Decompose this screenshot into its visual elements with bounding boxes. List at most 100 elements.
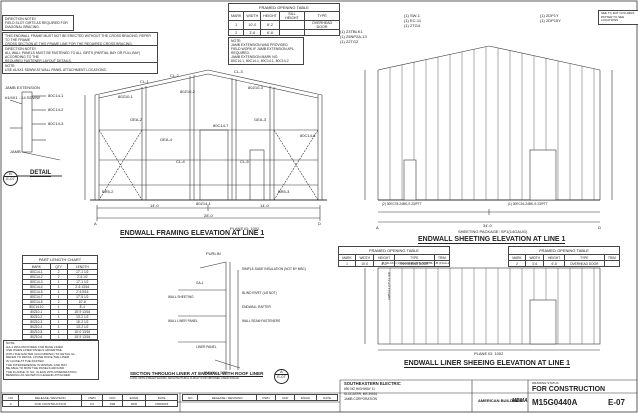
sheeting-bottom-label: (1) 30EC16-24BK-S 23/PTT	[508, 202, 548, 206]
framed-opening-table-right: FRAMED OPENING TABLE MARK WIDTH HEIGHT T…	[508, 246, 621, 267]
section-drawing	[178, 261, 241, 370]
sheeting-elevation	[364, 45, 613, 223]
table-row: 1 10'-0 8'-2 OVERHEAD DOOR	[338, 260, 451, 267]
dim-14-left: 14'-0	[150, 203, 159, 208]
table-row: 2 3'-6 6'-8 OVERHEAD DOOR	[508, 260, 621, 267]
col-header: DWN	[255, 394, 277, 401]
note-line: BENDING AS SHOWN IN LEGEND ATTACHED.	[6, 373, 71, 378]
framed-opening-table-left: FRAMED OPENING TABLE MARK WIDTH HEIGHT T…	[338, 246, 451, 267]
sheeting-plane: SHEETING PACKAGE: SP1(14GAUG)	[458, 229, 528, 234]
cell: 3'-6	[243, 29, 262, 36]
company-address: SLOCATER, MS 39551	[344, 392, 378, 396]
framed-opening-table-top: FRAMED OPENING TABLE MARK WIDTH HEIGHT S…	[227, 3, 340, 36]
bottom-left-note: NOTE: GA-1 WAS PROVIDED FOR BASE LINER U…	[3, 340, 99, 380]
note-line: WITH THE RAFTER (ACCORDING) TO DETAIL GL	[6, 351, 76, 356]
liner-title-text: ENDWALL LINER SHEEING ELEVATION AT LINE …	[404, 360, 571, 368]
sheeting-label: (1) EC-11	[404, 18, 422, 23]
section-bubble: A E-07	[274, 369, 289, 384]
detail-girt-label: 80C14-3	[48, 121, 64, 126]
detail-bubble: B E-07	[3, 171, 18, 186]
company-address: 650 NO HIGHWAY 11	[344, 387, 375, 391]
mbma-logo: MBMA	[512, 398, 528, 404]
cell: FOR CONSTRUCTION	[18, 400, 83, 407]
frame-label-girt: 80C14-7	[213, 123, 229, 128]
section-label: LINER PANEL	[196, 345, 217, 349]
note-line: FIELD SLOT GIRTS AS REQUIRED FOR DIAGONA…	[5, 21, 68, 30]
cell	[278, 29, 306, 36]
cell	[433, 260, 451, 267]
cell: 7/08/2015	[145, 400, 178, 407]
frame-label-cl4: CL-4	[176, 159, 185, 164]
frame-label-gea: GEA-2	[130, 117, 143, 122]
fastener-label: #1/4X1 - 14 SDWW	[5, 95, 40, 100]
sheeting-label: (1) 2TG4	[404, 23, 421, 28]
dim-14-right: 14'-0	[260, 203, 269, 208]
frame-label-purlin: 80Z10-2	[180, 89, 195, 94]
bubble-letter: A	[275, 369, 288, 376]
sheet-number: E-07	[608, 398, 625, 407]
cell: 2	[508, 260, 526, 267]
cell: 6'-8	[543, 260, 565, 267]
col-header: NO	[181, 394, 199, 401]
note-line: PATTER TO SEE LOCATIONS	[601, 14, 625, 23]
sheeting-label: (1) 25NP2A-13	[340, 34, 367, 39]
cell: 8'-2	[373, 260, 395, 267]
detail-title: DETAIL	[30, 170, 52, 177]
note-line: GA-1 WAS PROVIDED FOR BASE LINER	[6, 344, 63, 349]
bubble-sheet: E-07	[277, 374, 286, 380]
section-subtitle: LONG SPAN R-BEAM SHOWN, ARCHITECTURAL R-…	[130, 377, 239, 380]
job-number: M15G0440A	[532, 398, 578, 407]
sheeting-label: (1) 2DP1Y	[540, 13, 559, 18]
note-line: 80C14-1, 80C14-1, 80C14-1, 80C14-2	[231, 59, 289, 64]
direction-note-top: DIRECTION NOTE!! FIELD SLOT GIRTS AS REQ…	[2, 15, 74, 32]
note-line: DIRECTION NOTE!!	[5, 17, 36, 21]
framing-elevation	[84, 69, 327, 221]
cell	[603, 260, 621, 267]
cell: 10'-0	[354, 260, 375, 267]
tc-rat-note: SEE TC-RAT COLUMNS PATTER TO SEE LOCATIO…	[598, 10, 638, 25]
note-line: FIELD WORK IF JAMB EXTENSION APL REQUIRE…	[231, 47, 294, 56]
cell: OVERHEAD DOOR	[563, 260, 605, 267]
framing-plane-id: PLANE ID: 1002	[230, 226, 260, 231]
section-label: WALL LINER PANEL	[168, 319, 198, 323]
status-label: DRAWING STATUS	[532, 381, 559, 385]
detail-girt-label: 80C14-2	[48, 107, 64, 112]
detail-title-text: DETAIL	[30, 170, 52, 177]
table-title: PART LENGTH CHART	[22, 255, 98, 263]
note-line: JAMB EXTENSION WAS PROVIDED	[231, 43, 288, 48]
dim-34: 34'-0	[483, 223, 492, 228]
bubble-sheet: E-07	[6, 176, 15, 182]
grid-d-sheet: D	[598, 225, 601, 230]
sheeting-bottom-label: (2) 30EC78-24BK-S 23/PTT	[382, 202, 422, 206]
frame-label-girt: 80C14-8	[300, 133, 316, 138]
note-line: REFER TO DETAIL LPONE ONCE THE LINER	[6, 355, 70, 360]
note-line: THIS ENDWALL FRAME MUST NOT BE ERECTED W…	[5, 34, 151, 43]
section-label: BLIND RIVET (1/8 NOT)	[242, 291, 277, 295]
frame-label-brace: BR5-2	[102, 189, 114, 194]
drawing-status: FOR CONSTRUCTION	[532, 386, 606, 393]
sheeting-label: (1) 2DP15Y	[540, 18, 561, 23]
frame-label-purlin: 80Z10-3	[248, 85, 263, 90]
frame-label-cl2: CL-2	[170, 73, 179, 78]
revision-table: NO RELEASE / REVISION DWN CKD ENGR DATE …	[1, 394, 178, 407]
framing-title-text: ENDWALL FRAMING ELEVATION AT LINE 1	[120, 230, 265, 238]
table-title: FRAMED OPENING TABLE	[508, 246, 620, 254]
section-label: GA-1	[196, 281, 204, 285]
section-label: WALL SHEETING	[168, 295, 194, 299]
company-address: JAMB CORPORATION	[344, 397, 377, 401]
note-line: NOTE:	[6, 341, 16, 345]
note-line: THE INTERFERENCE IS MINIMAL AND MAY	[6, 362, 68, 367]
note-line: USE #1/4X1 SDWW AT WALL PANEL ATTACHMENT…	[5, 68, 107, 73]
frame-label-purlin: 80Z10-1	[118, 94, 133, 99]
liner-title: ENDWALL LINER SHEEING ELEVATION AT LINE …	[404, 360, 571, 368]
frame-label-brace: BR5-3	[278, 189, 290, 194]
wall-fastener-note: NOTE: USE #1/4X1 SDWW AT WALL PANEL ATTA…	[2, 62, 158, 75]
note-line: BE ABLE TO BOW THE PANELS AROUND	[6, 366, 65, 371]
sheeting-title-text: ENDWALL SHEETING ELEVATION AT LINE 1	[418, 236, 566, 244]
sheeting-title: ENDWALL SHEETING ELEVATION AT LINE 1	[418, 236, 566, 244]
frame-label-cl3: CL-3	[234, 69, 243, 74]
cell: DJ	[81, 400, 104, 407]
cell: 1	[338, 260, 356, 267]
company-name: SOUTHEASTERN ELECTRIC	[344, 381, 401, 386]
